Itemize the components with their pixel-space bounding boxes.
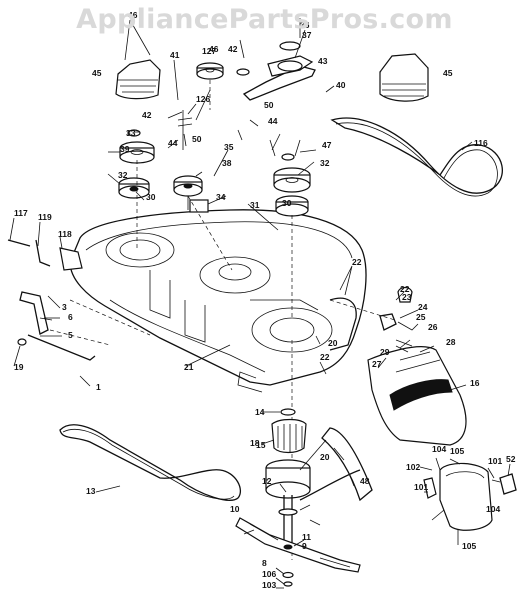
callout-11: 11 xyxy=(302,532,311,542)
callout-5: 5 xyxy=(68,330,73,340)
assembly-lines xyxy=(49,80,396,560)
callout-47: 47 xyxy=(322,140,332,150)
callout-45: 45 xyxy=(443,68,453,78)
callout-52: 52 xyxy=(506,454,516,464)
callout-20: 20 xyxy=(320,452,330,462)
callout-43: 43 xyxy=(318,56,328,66)
callout-13: 13 xyxy=(86,486,96,496)
mulch-plug xyxy=(423,462,517,531)
callout-39: 39 xyxy=(120,144,130,154)
callout-104: 104 xyxy=(432,444,446,454)
leader-lines xyxy=(9,18,511,589)
callout-12: 12 xyxy=(262,476,272,486)
callout-30: 30 xyxy=(282,198,292,208)
callout-127: 127 xyxy=(202,46,216,56)
left-hanger-bracket xyxy=(7,239,96,361)
callout-22: 22 xyxy=(320,352,330,362)
mower-deck-housing xyxy=(69,209,367,393)
callout-116: 116 xyxy=(474,138,488,148)
callout-102: 102 xyxy=(406,462,420,472)
callout-41: 41 xyxy=(170,50,180,60)
callout-33: 33 xyxy=(126,128,136,138)
callout-42: 42 xyxy=(228,44,238,54)
callout-34: 34 xyxy=(216,192,226,202)
callout-101: 101 xyxy=(414,482,428,492)
callout-44: 44 xyxy=(268,116,278,126)
callout-117: 117 xyxy=(14,208,28,218)
spindle-assembly xyxy=(265,408,311,587)
callout-119: 119 xyxy=(38,212,52,222)
callout-105: 105 xyxy=(462,541,476,551)
callout-44: 44 xyxy=(168,138,178,148)
callout-28: 28 xyxy=(446,337,456,347)
callout-18: 18 xyxy=(250,438,260,448)
callout-10: 10 xyxy=(230,504,240,514)
callout-42: 42 xyxy=(142,110,152,120)
callout-29: 29 xyxy=(380,347,390,357)
right-spindle-pulleys xyxy=(269,139,311,217)
callout-1: 1 xyxy=(96,382,101,392)
callout-40: 40 xyxy=(336,80,346,90)
callout-36: 36 xyxy=(300,20,310,30)
idler-pulley-stack xyxy=(196,41,316,101)
callout-37: 37 xyxy=(302,30,312,40)
callout-21: 21 xyxy=(184,362,194,372)
watermark: AppliancePartsPros.com xyxy=(76,4,453,35)
callout-15: 15 xyxy=(256,440,266,450)
callout-46: 46 xyxy=(128,10,138,20)
callout-26: 26 xyxy=(428,322,438,332)
callout-22: 22 xyxy=(352,257,362,267)
callout-126: 126 xyxy=(196,94,210,104)
callout-32: 32 xyxy=(320,158,330,168)
left-belt-cover xyxy=(115,59,161,100)
callout-23: 23 xyxy=(402,292,412,302)
callout-35: 35 xyxy=(224,142,234,152)
discharge-deflector xyxy=(299,427,373,502)
callout-14: 14 xyxy=(255,407,265,417)
callout-24: 24 xyxy=(418,302,428,312)
callout-101: 101 xyxy=(488,456,502,466)
callout-8: 8 xyxy=(262,558,267,568)
callout-45: 45 xyxy=(92,68,102,78)
callout-32: 32 xyxy=(118,170,128,180)
callout-30: 30 xyxy=(146,192,156,202)
callout-50: 50 xyxy=(264,100,274,110)
callout-103: 103 xyxy=(262,580,276,590)
callout-22: 22 xyxy=(400,284,410,294)
drive-belt-47 xyxy=(330,117,503,197)
callout-48: 48 xyxy=(360,476,370,486)
right-belt-cover xyxy=(379,53,429,102)
callout-3: 3 xyxy=(62,302,67,312)
callout-106: 106 xyxy=(262,569,276,579)
discharge-chute xyxy=(367,286,467,446)
callout-46: 46 xyxy=(209,44,219,54)
callout-19: 19 xyxy=(14,362,24,372)
callout-16: 16 xyxy=(470,378,480,388)
callout-27: 27 xyxy=(372,359,382,369)
callout-38: 38 xyxy=(222,158,232,168)
callout-104: 104 xyxy=(486,504,500,514)
mower-blade xyxy=(235,517,361,573)
callout-31: 31 xyxy=(250,200,260,210)
callout-25: 25 xyxy=(416,312,426,322)
callout-9: 9 xyxy=(302,541,307,551)
callout-50: 50 xyxy=(192,134,202,144)
center-spindle-pulley xyxy=(173,110,209,213)
callout-6: 6 xyxy=(68,312,73,322)
callout-20: 20 xyxy=(328,338,338,348)
callout-105: 105 xyxy=(450,446,464,456)
left-spindle-pulleys xyxy=(118,129,155,199)
deck-belt-48 xyxy=(59,424,242,501)
callout-118: 118 xyxy=(58,229,72,239)
